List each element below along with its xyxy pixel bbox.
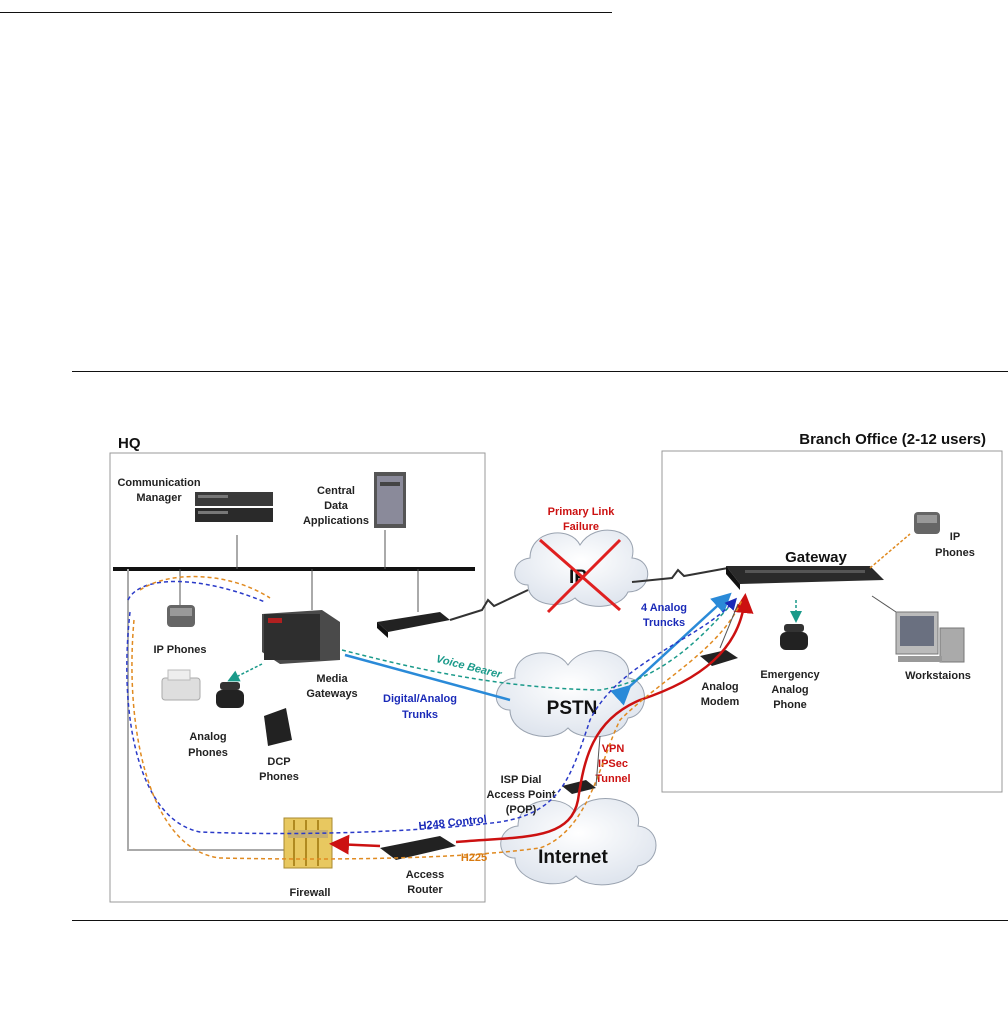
branch-ip-phones-label-2: Phones bbox=[935, 547, 975, 559]
upper-divider bbox=[72, 371, 1008, 372]
branch-ip-phone-icon bbox=[914, 512, 940, 534]
cm-label-1: Communication bbox=[117, 477, 200, 489]
media-gw-label-2: Gateways bbox=[306, 688, 357, 700]
firewall-label: Firewall bbox=[290, 887, 331, 899]
isp-label-1: ISP Dial bbox=[501, 774, 542, 786]
analog-phone-icon bbox=[216, 682, 244, 708]
emergency-label-2: Analog bbox=[771, 684, 808, 696]
isp-label-2: Access Point bbox=[486, 789, 555, 801]
vpn-tunnel-path bbox=[455, 593, 754, 844]
digital-trunks-label-1: Digital/Analog bbox=[383, 693, 457, 705]
cda-label-3: Applications bbox=[303, 515, 369, 527]
modem-label-1: Analog bbox=[701, 681, 738, 693]
vpn-label-1: VPN bbox=[602, 743, 625, 755]
failure-x-icon bbox=[539, 538, 622, 614]
dcp-phones-label-1: DCP bbox=[267, 756, 290, 768]
lower-divider bbox=[72, 920, 1008, 921]
internet-cloud-label: Internet bbox=[538, 847, 608, 868]
top-rule bbox=[0, 12, 612, 13]
workstations-label: Workstaions bbox=[905, 670, 971, 682]
h248-path bbox=[126, 580, 735, 835]
isp-label-3: (POP) bbox=[506, 804, 537, 816]
h225-path bbox=[131, 575, 743, 860]
ip-link-branch bbox=[631, 567, 729, 583]
emergency-label-3: Phone bbox=[773, 699, 807, 711]
ip-link-hq bbox=[449, 589, 529, 621]
media-gateway-icon bbox=[262, 610, 340, 664]
vpn-label-3: Tunnel bbox=[595, 773, 630, 785]
ip-cloud-label: IP bbox=[569, 567, 587, 588]
hq-box bbox=[109, 452, 486, 903]
vpn-label-2: IPSec bbox=[598, 758, 628, 770]
vpn-firewall-arrow bbox=[329, 834, 381, 855]
access-router-icon bbox=[380, 836, 456, 860]
digital-trunks-line bbox=[344, 653, 511, 702]
voice-bearer-path bbox=[341, 599, 736, 691]
access-router-label-1: Access bbox=[406, 869, 445, 881]
pstn-cloud bbox=[495, 650, 645, 738]
analog-phones-label-1: Analog bbox=[189, 731, 226, 743]
ip-phone-icon bbox=[167, 605, 195, 627]
branch-ip-phones-label-1: IP bbox=[950, 531, 960, 543]
hq-ip-phones-label: IP Phones bbox=[154, 644, 207, 656]
internet-cloud bbox=[500, 798, 657, 886]
emergency-label-1: Emergency bbox=[760, 669, 820, 681]
left-bus bbox=[127, 569, 290, 851]
hq-title: HQ bbox=[118, 435, 141, 452]
gateway-label: Gateway bbox=[785, 549, 847, 566]
data-server-icon bbox=[374, 472, 406, 528]
primary-failure-label-1: Primary Link bbox=[548, 506, 616, 518]
branch-gateway-icon bbox=[726, 566, 884, 590]
dcp-phones-label-2: Phones bbox=[259, 771, 299, 783]
hq-router-icon bbox=[377, 612, 450, 638]
h225-label: H225 bbox=[461, 852, 487, 864]
pstn-cloud-label: PSTN bbox=[547, 698, 598, 719]
primary-failure-label-2: Failure bbox=[563, 521, 599, 533]
analog-phones-label-2: Phones bbox=[188, 747, 228, 759]
four-trunks-label-2: Truncks bbox=[643, 617, 685, 629]
modem-label-2: Modem bbox=[701, 696, 740, 708]
media-gw-label-1: Media bbox=[316, 673, 348, 685]
emergency-phone-icon bbox=[780, 624, 808, 650]
branch-title: Branch Office (2-12 users) bbox=[799, 431, 986, 448]
communication-manager-icon bbox=[195, 492, 273, 522]
cm-label-2: Manager bbox=[136, 492, 182, 504]
ip-cloud bbox=[514, 529, 649, 607]
cda-label-1: Central bbox=[317, 485, 355, 497]
dcp-phone-icon bbox=[264, 708, 292, 746]
workstation-icon bbox=[895, 611, 965, 663]
fax-icon bbox=[161, 669, 201, 701]
cda-label-2: Data bbox=[324, 500, 349, 512]
digital-trunks-label-2: Trunks bbox=[402, 709, 438, 721]
access-router-label-2: Router bbox=[407, 884, 443, 896]
firewall-icon bbox=[283, 817, 333, 869]
four-trunks-label-1: 4 Analog bbox=[641, 602, 687, 614]
